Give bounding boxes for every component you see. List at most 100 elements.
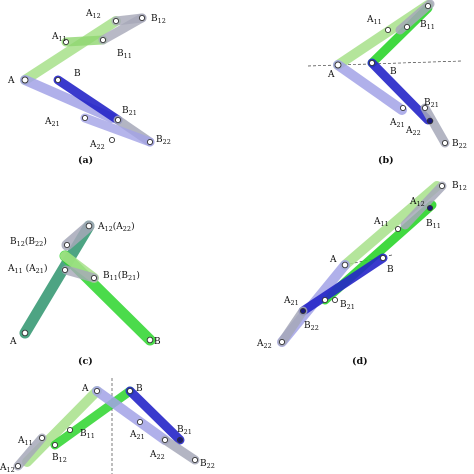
link-a-upper-mid bbox=[61, 35, 108, 47]
label-a-A12: A12 bbox=[85, 9, 101, 20]
label-b-B22: B22 bbox=[452, 139, 467, 150]
pin-d-B22 bbox=[299, 307, 307, 315]
link-c-grey-mid bbox=[61, 265, 99, 283]
link-c-teal bbox=[19, 220, 95, 339]
pin-e-A12 bbox=[14, 462, 22, 470]
panel-c: A B A12(A22) B12(B22) A11 (A21) B11(B21)… bbox=[7, 220, 161, 367]
label-c-B12-B22: B12(B22) bbox=[10, 236, 47, 248]
label-d-A: A bbox=[329, 255, 337, 265]
pin-e-A21 bbox=[136, 418, 144, 426]
pin-a-B12 bbox=[138, 14, 146, 22]
pin-e-B11 bbox=[66, 426, 74, 434]
label-e-A22: A22 bbox=[149, 450, 165, 461]
panel-e: A B A11 B11 B12 A12 A21 B21 A22 B22 bbox=[0, 378, 215, 474]
label-d-B12: B12 bbox=[452, 181, 467, 192]
label-d-A21: A21 bbox=[283, 296, 299, 307]
label-b-A21: A21 bbox=[389, 118, 405, 129]
pin-a-A bbox=[21, 76, 29, 84]
pin-a-A21 bbox=[81, 114, 89, 122]
pin-e-A22 bbox=[161, 436, 169, 444]
caption-a: (a) bbox=[78, 155, 93, 166]
link-e-grey-left bbox=[13, 433, 47, 471]
label-c-B: B bbox=[154, 337, 161, 347]
pin-b-bottom bbox=[441, 139, 449, 147]
caption-d: (d) bbox=[352, 356, 368, 367]
pin-a-A12 bbox=[112, 17, 120, 25]
label-d-B21: B21 bbox=[340, 300, 355, 311]
label-e-B21: B21 bbox=[177, 425, 192, 436]
label-e-B: B bbox=[136, 384, 143, 394]
label-a-B21: B21 bbox=[122, 106, 137, 117]
label-c-A11-A21: A11 (A21) bbox=[7, 263, 47, 275]
link-d-grey-bottom bbox=[277, 306, 308, 347]
label-d-A22: A22 bbox=[256, 339, 272, 350]
pin-b-B22 bbox=[426, 117, 434, 125]
pin-c-A bbox=[21, 329, 29, 337]
label-d-A11: A11 bbox=[373, 217, 389, 228]
label-e-A11: A11 bbox=[17, 436, 33, 447]
pin-b-B bbox=[368, 59, 376, 67]
link-e-light-green bbox=[22, 386, 102, 467]
label-e-B11: B11 bbox=[80, 429, 95, 440]
label-e-A21: A21 bbox=[129, 430, 145, 441]
link-e-light-blue bbox=[92, 386, 170, 445]
label-c-B11-B21: B11(B21) bbox=[103, 270, 140, 282]
label-e-A12: A12 bbox=[0, 463, 15, 474]
label-a-A22: A22 bbox=[89, 140, 105, 151]
label-b-B21: B21 bbox=[424, 98, 439, 109]
caption-b: (b) bbox=[378, 155, 394, 166]
label-a-B: B bbox=[74, 69, 81, 79]
pin-a-A11 bbox=[62, 38, 70, 46]
pin-d-B12 bbox=[438, 182, 446, 190]
pin-b-A11 bbox=[384, 26, 392, 34]
pin-d-A bbox=[341, 261, 349, 269]
pin-b-A bbox=[334, 61, 342, 69]
pin-a-B11 bbox=[99, 36, 107, 44]
pin-c-B11 bbox=[90, 274, 98, 282]
link-b-lower-long bbox=[333, 60, 407, 115]
label-d-B: B bbox=[387, 265, 394, 275]
panel-d: A B B12 A12 A11 B11 A21 B21 B22 A22 (d) bbox=[256, 181, 467, 367]
link-a-upper-long bbox=[20, 16, 121, 85]
pin-c-A12 bbox=[85, 222, 93, 230]
link-a-lower-bottom bbox=[80, 113, 155, 147]
link-d-light-green bbox=[340, 181, 442, 270]
pin-b-B21 bbox=[421, 104, 429, 112]
pin-e-B22 bbox=[191, 456, 199, 464]
pin-c-B bbox=[146, 336, 154, 344]
caption-c: (c) bbox=[78, 356, 93, 367]
pin-d-B21 bbox=[331, 296, 339, 304]
link-b-lower-blue bbox=[367, 58, 433, 125]
link-b-lower-grey bbox=[420, 103, 450, 148]
label-c-A12-A22: A12(A22) bbox=[97, 221, 135, 233]
label-e-B22: B22 bbox=[200, 459, 215, 470]
pin-b-B11 bbox=[403, 23, 411, 31]
label-a-A11: A11 bbox=[51, 32, 67, 43]
label-e-B12: B12 bbox=[52, 453, 67, 464]
label-e-A: A bbox=[81, 384, 89, 394]
panel-b: A B A11 B11 A21 B21 A22 B22 (b) bbox=[307, 0, 467, 166]
label-c-A: A bbox=[9, 337, 17, 347]
label-b-A: A bbox=[327, 70, 335, 80]
pin-d-A22 bbox=[278, 338, 286, 346]
label-b-A22: A22 bbox=[405, 126, 421, 137]
pin-e-B21 bbox=[176, 436, 184, 444]
pin-b-A21 bbox=[399, 104, 407, 112]
label-a-B12: B12 bbox=[151, 14, 166, 25]
pin-a-A22 bbox=[108, 136, 116, 144]
pin-d-A21 bbox=[321, 296, 329, 304]
pin-a-B21 bbox=[114, 116, 122, 124]
label-b-A11: A11 bbox=[366, 15, 382, 26]
pin-c-A11 bbox=[61, 266, 69, 274]
label-b-B11: B11 bbox=[420, 20, 435, 31]
label-d-B11: B11 bbox=[426, 219, 441, 230]
link-e-grey-right bbox=[160, 435, 200, 465]
label-d-B22: B22 bbox=[304, 321, 319, 332]
link-e-blue bbox=[125, 386, 185, 445]
label-a-B11: B11 bbox=[117, 49, 132, 60]
panel-a: A B A11 A12 B12 B11 B21 A21 A22 B22 (a) bbox=[7, 9, 171, 166]
pin-b-top bbox=[424, 2, 432, 10]
pin-c-B12 bbox=[63, 241, 71, 249]
pin-e-B bbox=[126, 387, 134, 395]
